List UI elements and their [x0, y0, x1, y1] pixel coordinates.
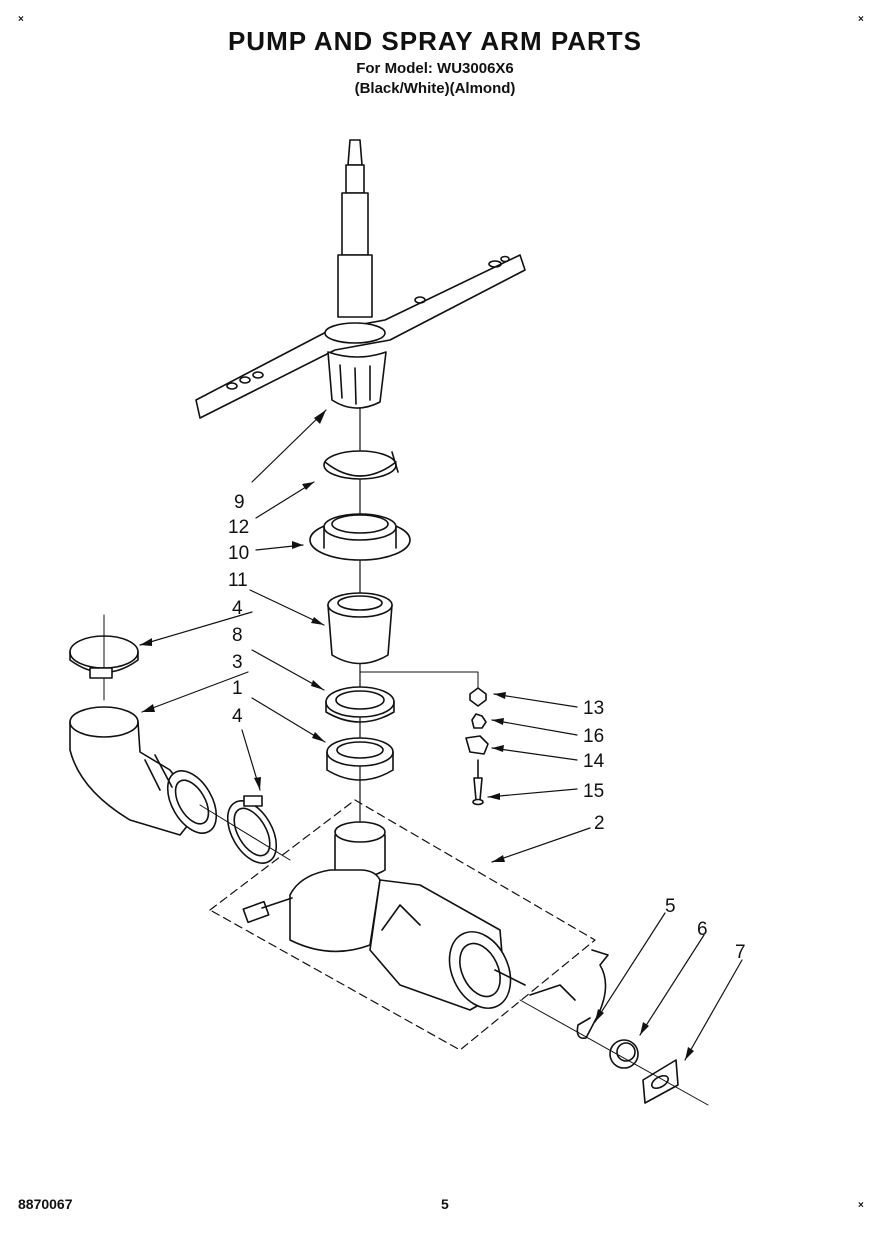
pump-seal — [326, 737, 394, 781]
color-line: (Black/White)(Almond) — [354, 80, 516, 97]
hose-clamp-lower — [199, 795, 291, 864]
callout-6: 6 — [697, 919, 708, 940]
hose-clamp-upper — [69, 614, 139, 701]
model-line: For Model: WU3006X6 — [356, 60, 514, 77]
callout-4a: 4 — [232, 598, 243, 619]
registration-mark-top-right: × — [858, 14, 864, 25]
page-title: PUMP AND SPRAY ARM PARTS — [227, 26, 643, 56]
label-plate — [519, 999, 709, 1106]
callout-11: 11 — [228, 570, 248, 591]
wire-clip — [576, 949, 609, 1040]
grommet — [609, 1039, 639, 1069]
pump-motor-assembly — [242, 821, 526, 1011]
retainer-collar — [309, 513, 411, 561]
registration-mark-top-left: × — [18, 14, 24, 25]
callout-3: 3 — [232, 652, 243, 673]
spray-arm-assembly — [195, 139, 526, 419]
callout-16: 16 — [583, 726, 604, 747]
hardware-stack — [359, 671, 489, 806]
callout-5: 5 — [665, 896, 676, 917]
registration-mark-bottom-right: × — [858, 1200, 864, 1211]
callout-8: 8 — [232, 625, 243, 646]
drain-elbow-hose — [69, 706, 218, 836]
snap-ring — [323, 450, 399, 480]
callout-14: 14 — [583, 751, 605, 772]
pump-motor-boundary — [209, 799, 596, 1051]
callout-15: 15 — [583, 781, 604, 802]
arrowheads — [140, 410, 694, 1060]
callout-12: 12 — [228, 517, 249, 538]
bearing-sleeve — [327, 592, 393, 665]
callout-2: 2 — [594, 813, 605, 834]
callout-1: 1 — [232, 678, 243, 699]
leader-lines — [139, 409, 743, 1061]
wire-clip-tail — [529, 984, 576, 1001]
page-number: 5 — [441, 1196, 449, 1212]
callout-13: 13 — [583, 698, 604, 719]
callout-10: 10 — [228, 543, 249, 564]
callout-4b: 4 — [232, 706, 243, 727]
callout-9: 9 — [234, 492, 245, 513]
callout-7: 7 — [735, 942, 746, 963]
document-number: 8870067 — [18, 1196, 73, 1212]
seal-ring — [325, 686, 395, 723]
callout-labels: 9 12 10 11 4 8 3 1 4 13 16 14 15 2 5 6 7 — [228, 492, 746, 963]
